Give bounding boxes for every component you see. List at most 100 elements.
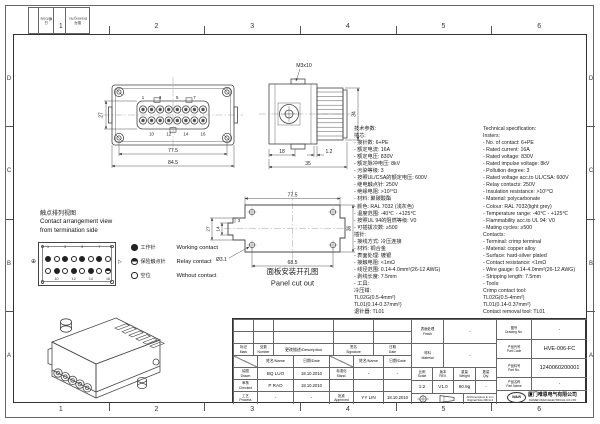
contact-working xyxy=(79,256,86,262)
mounting-holes xyxy=(247,207,338,250)
spec-line-en: - Flammability acc.to UL 94: V0 xyxy=(483,217,555,224)
name-subheader: 姓名/Name xyxy=(353,355,383,367)
contact-number: 12 xyxy=(166,132,171,137)
stand-name: - xyxy=(353,367,383,379)
corner-stamp-date: 日期/Date xyxy=(39,8,55,33)
company-cell: WAIN 厦门唯恩电气有限公司 XIAMEN WAIN ELECTRICAL C… xyxy=(496,390,587,404)
corner-stamp: 日期/Date 图号 Drawing No. xyxy=(28,7,90,34)
spec-line-en: - Material: copper alloy xyxy=(483,245,536,252)
contact-without xyxy=(79,268,86,274)
contact-without xyxy=(96,268,103,274)
insert-outline xyxy=(136,100,210,130)
approved-label: 批准 Approved xyxy=(329,391,353,404)
stand-label: 标准化 Stand. xyxy=(329,367,353,379)
dim-hole-spacing: 68.5 xyxy=(287,260,297,266)
row-tick-left xyxy=(5,310,13,312)
dim-hood-height: 34 xyxy=(352,111,358,117)
spec-line-zh: 冷压钳: xyxy=(354,288,372,295)
iso-right-face xyxy=(95,339,161,393)
contact-number: 14 xyxy=(88,276,93,281)
iso-side-tab xyxy=(47,347,53,366)
contact-holes xyxy=(139,105,207,125)
row-tick-right xyxy=(587,310,595,312)
drawn-date: 18.10.2010 xyxy=(293,367,329,379)
finish-label: 表面处理 Finish xyxy=(411,319,443,343)
contact-pin xyxy=(192,118,197,123)
checked-label: 审核 Checked xyxy=(233,379,257,391)
column-tick-top xyxy=(300,26,301,34)
part-code-value: HVE-006-FC xyxy=(531,339,587,358)
row-tick-right xyxy=(587,218,595,220)
column-ref-bottom: 4 xyxy=(345,406,350,413)
spec-line-en: - Stripping length: 7.5mm xyxy=(483,273,541,280)
drawn-name: BQ LUO xyxy=(257,367,293,379)
arrangement-title-zh: 触点排列视图 xyxy=(40,211,77,217)
dim-cutout-width: 77.5 xyxy=(287,193,297,199)
iso-tube xyxy=(60,372,70,382)
screw-slot xyxy=(223,88,231,96)
spec-line-zh: - 按照UL/CSA的额定电压: 600V xyxy=(354,175,428,182)
company-name-en: XIAMEN WAIN ELECTRICAL CO.LTD xyxy=(528,397,577,402)
iso-tube xyxy=(53,368,63,378)
legend-zh-relay: 保险触点针 xyxy=(140,259,166,265)
iso-contact-tubes xyxy=(53,368,92,393)
column-tick-top xyxy=(395,26,397,34)
dim-hole-diameter: Ø3.1 xyxy=(216,257,227,263)
column-tick-bottom xyxy=(108,403,110,411)
corner-stamp-blank xyxy=(54,8,66,33)
arrangement-title-en-2: from termination side xyxy=(40,227,98,234)
part-code-label: 产品代号 Part Code xyxy=(496,339,531,358)
column-tick-top xyxy=(491,26,493,34)
empty-cell xyxy=(353,379,383,391)
spec-english: Technical specification:Insters:- No. of… xyxy=(483,126,595,316)
spec-line-en: - Rated impulse voltage: 8kV xyxy=(483,161,550,168)
spec-line-zh: 技术参数: xyxy=(354,126,377,132)
arrangement-title-en-1: Contact arrangement view xyxy=(40,218,113,225)
spec-line-zh: - 绝缘电阻: >10¹⁰Ω xyxy=(354,189,398,196)
contact-hole xyxy=(198,116,207,125)
name-subheader: 姓名/Name xyxy=(257,355,293,367)
spec-line-zh: - 工具: xyxy=(354,281,369,288)
rev-cell xyxy=(233,331,253,343)
column-tick-bottom xyxy=(395,403,397,411)
screw-outer xyxy=(113,87,124,98)
dimension-note-cell: All Dimensions in mm Original Size DIN A… xyxy=(463,393,496,404)
side-dimension-lines xyxy=(268,87,360,169)
spec-line-en: - Contact resistance: <1mΩ xyxy=(483,259,547,266)
contact-arrangement-section: 触点排列视图 Contact arrangement view from ter… xyxy=(31,206,256,294)
side-view-drawing: M3x10 34 18 xyxy=(259,63,360,169)
spec-line-en: - Temperature range: -40℃ - +125℃ xyxy=(483,210,569,217)
row-ref-right: B xyxy=(588,260,593,267)
rev-cell xyxy=(273,319,333,331)
contact-hole xyxy=(190,116,199,125)
contact-hole xyxy=(198,105,207,114)
dim-left-depth: 18 xyxy=(279,149,285,155)
rev-cell xyxy=(253,319,273,331)
column-ref-top: 4 xyxy=(345,23,350,30)
cutout-title-zh: 面板安装开孔图 xyxy=(267,267,319,276)
contact-working xyxy=(62,256,69,262)
contact-number: 5 xyxy=(81,245,84,249)
projection-symbols-cell xyxy=(411,393,463,404)
projection-symbol-icon xyxy=(416,394,454,404)
iso-screw-small xyxy=(152,358,160,366)
column-tick-bottom xyxy=(491,403,493,411)
contact-pin xyxy=(175,107,179,112)
dimension-note-2: Original Size DIN A 4 xyxy=(466,398,494,402)
guide-tab xyxy=(185,97,193,103)
contact-without xyxy=(70,256,77,262)
spec-line-zh: - 接针数: 6+PE xyxy=(354,140,389,147)
contact-number: 12 xyxy=(71,276,76,281)
contact-working xyxy=(53,268,60,274)
rev-label: 版本 REV. xyxy=(432,367,453,380)
spec-line-en: - Terminal: crimp terminal xyxy=(483,238,542,245)
screw-inner xyxy=(116,135,122,141)
arrangement-screw xyxy=(110,244,114,248)
qty-value: - xyxy=(475,380,496,393)
legend-row-working: 工作针 Working contact xyxy=(131,244,218,251)
contact-relay xyxy=(104,268,111,274)
part-no-value: 1240060200001 xyxy=(531,358,587,377)
scale-label: 比例 Scale xyxy=(411,367,432,380)
